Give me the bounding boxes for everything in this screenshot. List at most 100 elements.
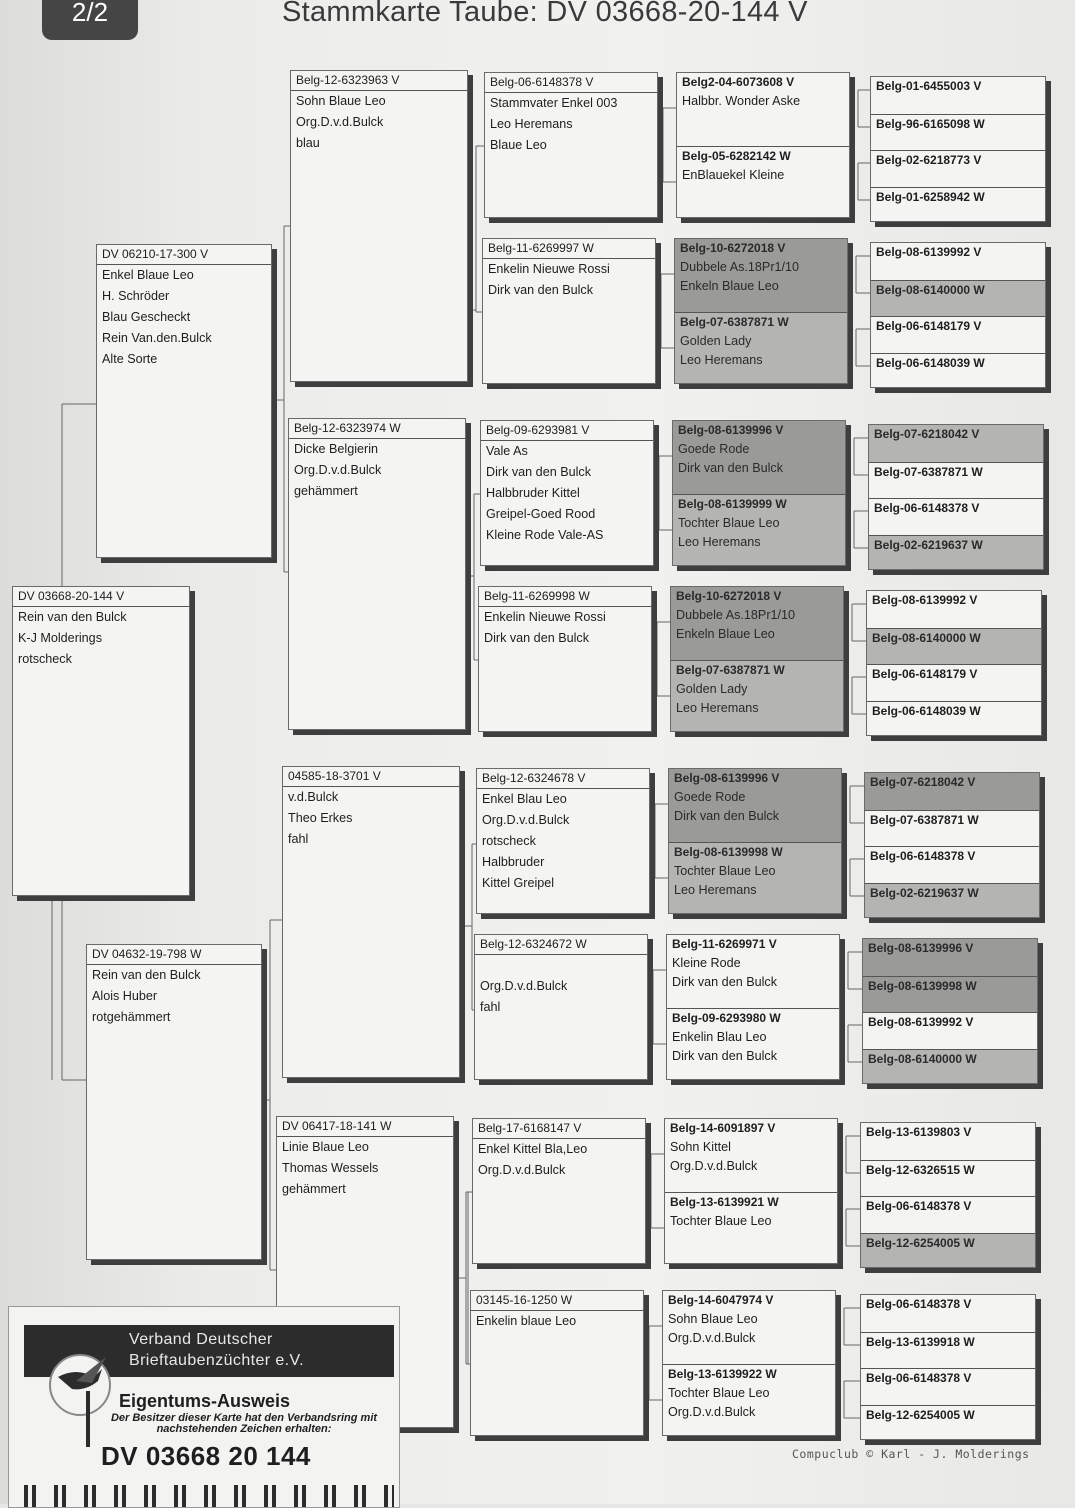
card-header: Verband Deutscher Brieftaubenzüchter e.V… [24, 1325, 394, 1447]
bird-card-gen6[interactable]: Belg-08-6139992 V [872, 593, 978, 607]
bird-ring-id: DV 03668-20-144 V [13, 587, 189, 607]
bird-ring-id: Belg-12-6323974 W [289, 419, 465, 439]
bird-card-gen6[interactable]: Belg-12-6326515 W [861, 1159, 1035, 1197]
bird-card-gen6[interactable]: Belg-06-6148378 V [861, 1368, 1035, 1405]
bird-card-gen6[interactable]: Belg-96-6165098 W [871, 113, 1045, 151]
bird-card-gen6[interactable]: Belg-06-6148378 V [861, 1196, 1035, 1233]
bird-info-line: Rein Van.den.Bulck [102, 331, 212, 345]
bird-card-gen6[interactable]: Belg-12-6254005 W [861, 1404, 1035, 1440]
bird-card-gen6[interactable]: Belg-08-6139992 V [876, 245, 982, 259]
bird-card-gen6[interactable]: Belg-07-6218042 V [869, 425, 1043, 462]
bird-info-line: Leo Heremans [674, 883, 757, 897]
bird-info-line: Greipel-Goed Rood [486, 507, 596, 521]
bird-info-line: v.d.Bulck [288, 790, 339, 804]
bird-card-gen6[interactable]: Belg-06-6148378 V [865, 846, 1039, 883]
bird-info-line: Halbbr. Wonder Aske [682, 94, 801, 108]
bird-card-gen6[interactable]: Belg-13-6139803 V [866, 1125, 972, 1139]
bird-card-gen6[interactable]: Belg-06-6148378 V [869, 498, 1043, 535]
bird-info-line: Dirk van den Bulck [486, 465, 591, 479]
bird-card-gen6[interactable]: Belg-07-6387871 W [869, 461, 1043, 499]
bird-info-line: Kleine Rode Vale-AS [486, 528, 604, 542]
bird-card-gen6[interactable]: Belg-06-6148179 V [871, 316, 1045, 353]
bird-card-gen5[interactable]: Belg2-04-6073608 V Halbbr. Wonder Aske [677, 73, 849, 146]
bird-info-line: K-J Molderings [18, 631, 102, 645]
bird-info-line [475, 955, 647, 976]
bird-info-line: Org.D.v.d.Bulck [668, 1405, 756, 1419]
bird-info-line: EnBlauekel Kleine [682, 168, 785, 182]
bird-card-gen5[interactable]: Belg-13-6139921 W Tochter Blaue Leo [665, 1192, 837, 1263]
bird-info-line: Linie Blaue Leo [282, 1140, 369, 1154]
bird-ring-id: DV 06210-17-300 V [97, 245, 271, 265]
bird-card-gen6[interactable]: Belg-12-6254005 W [861, 1232, 1035, 1267]
bird-info-line: Leo Heremans [680, 353, 763, 367]
bird-card-gen6[interactable]: Belg-13-6139918 W [861, 1331, 1035, 1369]
bird-info-line: gehämmert [294, 484, 358, 498]
bird-info-line: Enkelin blaue Leo [476, 1314, 577, 1328]
bird-card-gen6[interactable]: Belg-08-6139996 V [863, 939, 1037, 976]
bird-info-line: gehämmert [282, 1182, 346, 1196]
bird-ring-id: Belg-12-6324672 W [475, 935, 647, 955]
bird-info-line: Dirk van den Bulck [488, 283, 593, 297]
bird-info-line: Enkel Blau Leo [482, 792, 567, 806]
bird-card-gen6[interactable]: Belg-02-6219637 W [869, 534, 1043, 569]
bird-card-gen6[interactable]: Belg-07-6218042 V [865, 773, 1039, 810]
bird-info-line: Dubbele As.18Pr1/10 [680, 260, 800, 274]
bird-card-gen6[interactable]: Belg-06-6148378 V [866, 1297, 972, 1311]
bird-ring-id: Belg-14-6047974 V [668, 1293, 774, 1307]
bird-card-gen6[interactable]: Belg-08-6140000 W [863, 1048, 1037, 1083]
bird-card-gen6[interactable]: Belg-08-6139992 V [863, 1012, 1037, 1049]
bird-card-gen6[interactable]: Belg-08-6140000 W [867, 627, 1041, 664]
bird-card-gen6[interactable]: Belg-07-6387871 W [865, 809, 1039, 847]
bird-card-gen6[interactable]: Belg-06-6148039 W [871, 352, 1045, 388]
bird-card-gen6[interactable]: Belg-06-6148179 V [867, 664, 1041, 701]
bird-card-gen6[interactable]: Belg-08-6140000 W [871, 279, 1045, 316]
bird-ring-id: Belg-13-6139921 W [670, 1195, 779, 1209]
bird-card-gen6[interactable]: Belg-02-6218773 V [871, 150, 1045, 187]
bird-card-gen6[interactable]: Belg-06-6148039 W [867, 700, 1041, 736]
bird-info-line: Tochter Blaue Leo [670, 1214, 772, 1228]
bird-info-line: Sohn Blaue Leo [296, 94, 386, 108]
bird-ring-id: Belg2-04-6073608 V [682, 75, 795, 89]
bird-info-line: Org.D.v.d.Bulck [670, 1159, 758, 1173]
bird-card-gen6[interactable]: Belg-01-6258942 W [871, 186, 1045, 222]
bird-card-gen6[interactable]: Belg-01-6455003 V [876, 79, 982, 93]
bird-ring-id: DV 06417-18-141 W [277, 1117, 453, 1137]
bird-info-line: H. Schröder [102, 289, 170, 303]
bird-info-line: rotscheck [482, 834, 536, 848]
bird-ring-id: Belg-10-6272018 V [676, 589, 782, 603]
bird-info-line: Alte Sorte [102, 352, 158, 366]
bird-card-gen6[interactable]: Belg-02-6219637 W [865, 882, 1039, 917]
bird-card-gen6[interactable]: Belg-08-6139998 W [863, 975, 1037, 1012]
